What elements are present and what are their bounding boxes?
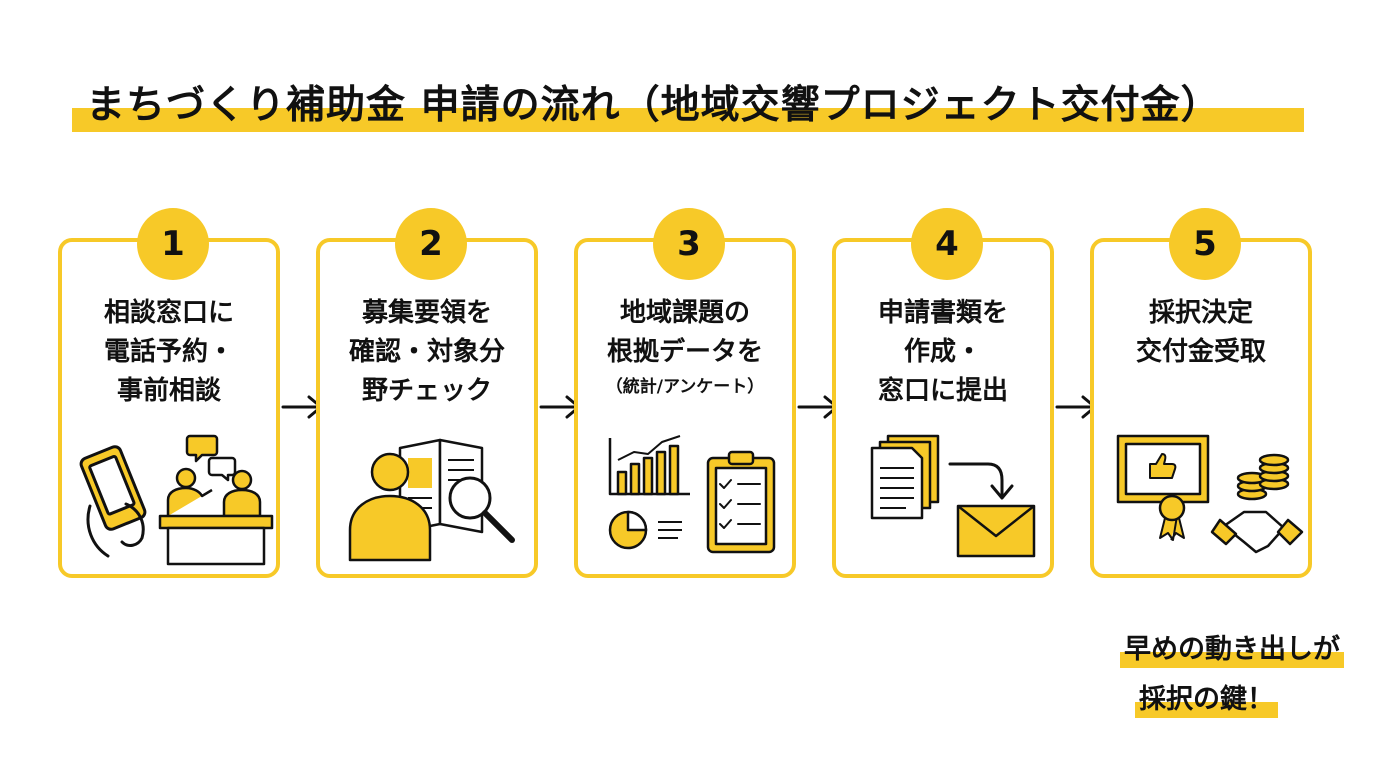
step-text-line: 確認・対象分 [348, 337, 505, 367]
consultation-icon [158, 467, 274, 566]
step-description: 地域課題の 根拠データを （統計/アンケート） [578, 294, 792, 402]
step-note: （統計/アンケート） [605, 377, 765, 397]
step-text-line: 根拠データを [606, 337, 763, 367]
curved-arrow-icon [948, 462, 1014, 500]
checklist-clipboard-icon [706, 450, 776, 554]
step-description: 募集要領を 確認・対象分 野チェック [320, 294, 534, 411]
step-4-illustration [870, 434, 1036, 558]
step-card-5: 5 採択決定 交付金受取 [1090, 208, 1312, 578]
step-text-line: 事前相談 [116, 376, 221, 406]
step-description: 申請書類を 作成・ 窓口に提出 [836, 294, 1050, 411]
step-number-badge: 2 [395, 208, 467, 280]
title-highlight [72, 108, 1304, 132]
step-number-badge: 5 [1169, 208, 1241, 280]
step-description: 採択決定 交付金受取 [1094, 294, 1308, 372]
pie-chart-icon [608, 510, 682, 550]
step-text-line: 申請書類を [877, 298, 1008, 328]
step-text-line: 採択決定 [1148, 298, 1253, 328]
step-number-badge: 3 [653, 208, 725, 280]
step-text-line: 野チェック [361, 376, 492, 406]
title-block: まちづくり補助金 申請の流れ（地域交響プロジェクト交付金） [72, 70, 1304, 134]
callout-line: 採択の鍵！ [1135, 682, 1278, 718]
step-text-line: 作成・ [903, 337, 982, 367]
step-text-line: 相談窓口に [103, 298, 234, 328]
page-title: まちづくり補助金 申請の流れ（地域交響プロジェクト交付金） [86, 83, 1221, 128]
step-card-3: 3 地域課題の 根拠データを （統計/アンケート） [574, 208, 796, 578]
certificate-icon [1116, 434, 1210, 541]
step-card-2: 2 募集要領を 確認・対象分 野チェック [316, 208, 538, 578]
callout: 早めの動き出しが 採択の鍵！ [1034, 628, 1344, 732]
speech-bubbles-icon [185, 434, 237, 482]
step-text-line: 電話予約・ [103, 337, 234, 367]
smartphone-icon [79, 445, 147, 558]
step-text-line: 募集要領を [361, 298, 492, 328]
documents-icon [870, 434, 940, 520]
magnifier-icon [448, 476, 515, 543]
step-card-1: 1 相談窓口に 電話予約・ 事前相談 [58, 208, 280, 578]
step-2-illustration [348, 438, 515, 562]
step-text-line: 地域課題の [619, 298, 750, 328]
step-card-4: 4 申請書類を 作成・ 窓口に提出 [832, 208, 1054, 578]
step-number-badge: 4 [911, 208, 983, 280]
coins-icon [1236, 453, 1290, 501]
step-description: 相談窓口に 電話予約・ 事前相談 [62, 294, 276, 411]
person-icon [348, 452, 432, 562]
envelope-icon [956, 504, 1036, 558]
bar-chart-icon [608, 435, 690, 496]
step-text-line: 窓口に提出 [877, 376, 1008, 406]
step-1-illustration [79, 434, 274, 566]
step-text-line: 交付金受取 [1135, 337, 1266, 367]
step-5-illustration [1116, 434, 1304, 554]
callout-line: 早めの動き出しが [1120, 632, 1344, 668]
step-3-illustration [608, 435, 776, 554]
handshake-icon [1210, 510, 1304, 554]
step-number-badge: 1 [137, 208, 209, 280]
